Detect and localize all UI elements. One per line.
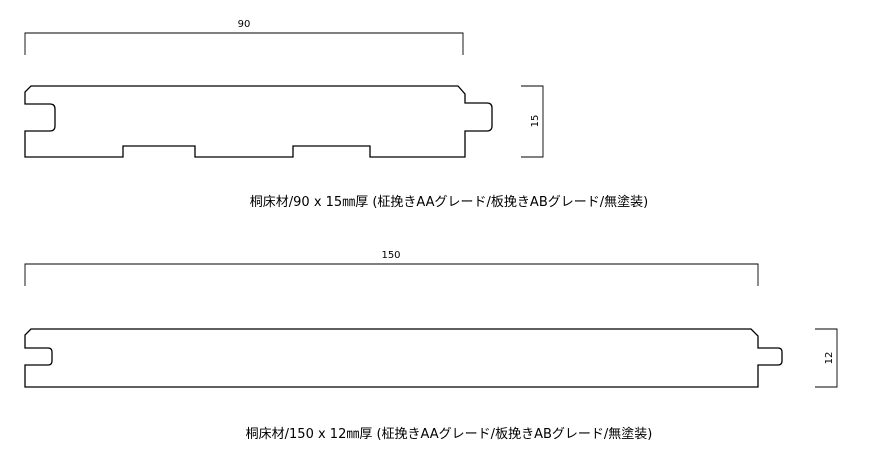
width-dimension-label: 90 <box>238 19 251 30</box>
board-profile <box>24 85 493 158</box>
thickness-dimension-line <box>815 328 838 388</box>
board-profile <box>24 328 783 388</box>
thickness-dimension-line <box>521 85 544 158</box>
board-90x15: 90 15 桐床材/90 x 15㎜厚 (柾挽きAAグレード/板挽きABグレード… <box>24 19 648 210</box>
board-caption: 桐床材/150 x 12㎜厚 (柾挽きAAグレード/板挽きABグレード/無塗装) <box>246 426 653 442</box>
width-dimension-line <box>24 263 759 286</box>
width-dimension-line <box>24 32 464 55</box>
board-150x12: 150 12 桐床材/150 x 12㎜厚 (柾挽きAAグレード/板挽きABグレ… <box>24 250 838 442</box>
width-dimension-label: 150 <box>381 250 400 261</box>
board-caption: 桐床材/90 x 15㎜厚 (柾挽きAAグレード/板挽きABグレード/無塗装) <box>250 194 648 210</box>
thickness-dimension-label: 15 <box>530 115 541 128</box>
thickness-dimension-label: 12 <box>824 352 835 365</box>
